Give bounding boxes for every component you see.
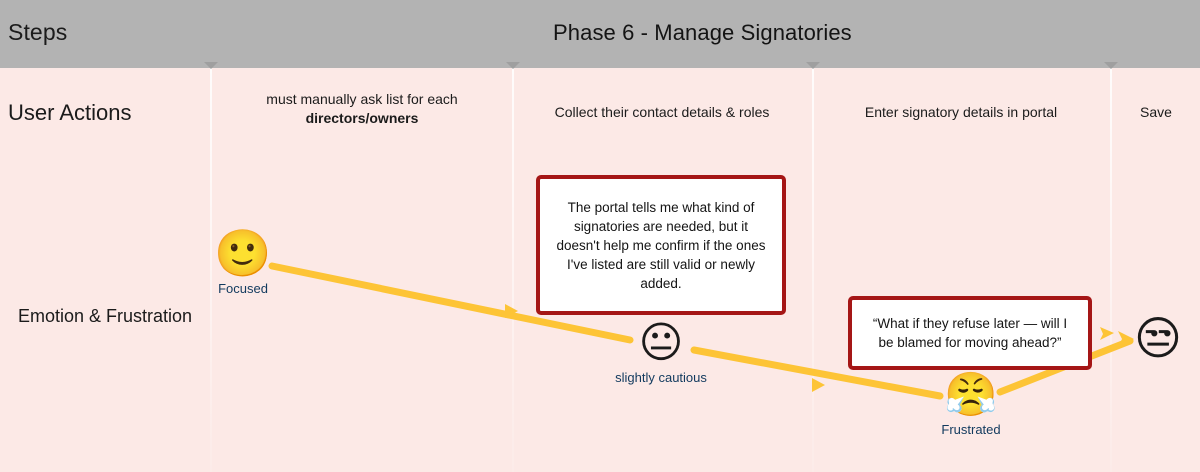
user-action-cell-3[interactable]: Enter signatory details in portal [814, 103, 1108, 122]
user-action-text-2: Collect their contact details & roles [554, 104, 770, 120]
emotion-node-focused[interactable]: 🙂 Focused [198, 230, 288, 296]
column-separator-4 [1110, 68, 1112, 472]
row-label-emotion-frustration: Emotion & Frustration [18, 306, 193, 326]
slightly-smiling-face-emoji: 🙂 [214, 226, 272, 280]
user-action-text-3: Enter signatory details in portal [864, 104, 1058, 120]
face-with-steam-from-nose-emoji: 😤 [944, 370, 998, 420]
pain-point-callout-1[interactable]: The portal tells me what kind of signato… [536, 175, 786, 315]
column-separator-2 [512, 68, 514, 472]
user-action-emphasis-1: directors/owners [305, 110, 419, 126]
column-notch-4-icon [1104, 62, 1118, 69]
user-action-cell-1[interactable]: must manually ask list for each director… [214, 90, 510, 128]
emotion-node-slightly-cautious[interactable]: 😐 slightly cautious [601, 318, 721, 386]
column-notch-2-icon [506, 62, 520, 69]
user-action-text-4: Save [1140, 104, 1172, 120]
user-action-text-1: must manually ask list for each [266, 91, 458, 107]
page-title: Phase 6 - Manage Signatories [553, 20, 852, 45]
row-label-user-actions: User Actions [8, 100, 132, 125]
pain-point-callout-2[interactable]: “What if they refuse later — will I be b… [848, 296, 1092, 370]
user-action-cell-2[interactable]: Collect their contact details & roles [514, 103, 810, 122]
user-action-cell-4[interactable]: Save [1112, 103, 1200, 122]
emotion-caption-frustrated: Frustrated [941, 422, 1001, 437]
steps-row-header: Steps [8, 19, 68, 45]
unamused-face-emoji: 😒 [1134, 311, 1182, 365]
column-notch-3-icon [806, 62, 820, 69]
column-separator-3 [812, 68, 814, 472]
emotion-caption-slightly-cautious: slightly cautious [615, 370, 707, 385]
neutral-face-emoji: 😐 [638, 318, 684, 368]
phase-header-band [0, 0, 1200, 68]
column-notch-1-icon [204, 62, 218, 69]
emotion-caption-focused: Focused [218, 281, 268, 296]
column-separator-1 [210, 68, 212, 472]
emotion-node-unamused[interactable]: 😒 [1127, 315, 1189, 366]
emotion-node-frustrated[interactable]: 😤 Frustrated [925, 370, 1017, 438]
